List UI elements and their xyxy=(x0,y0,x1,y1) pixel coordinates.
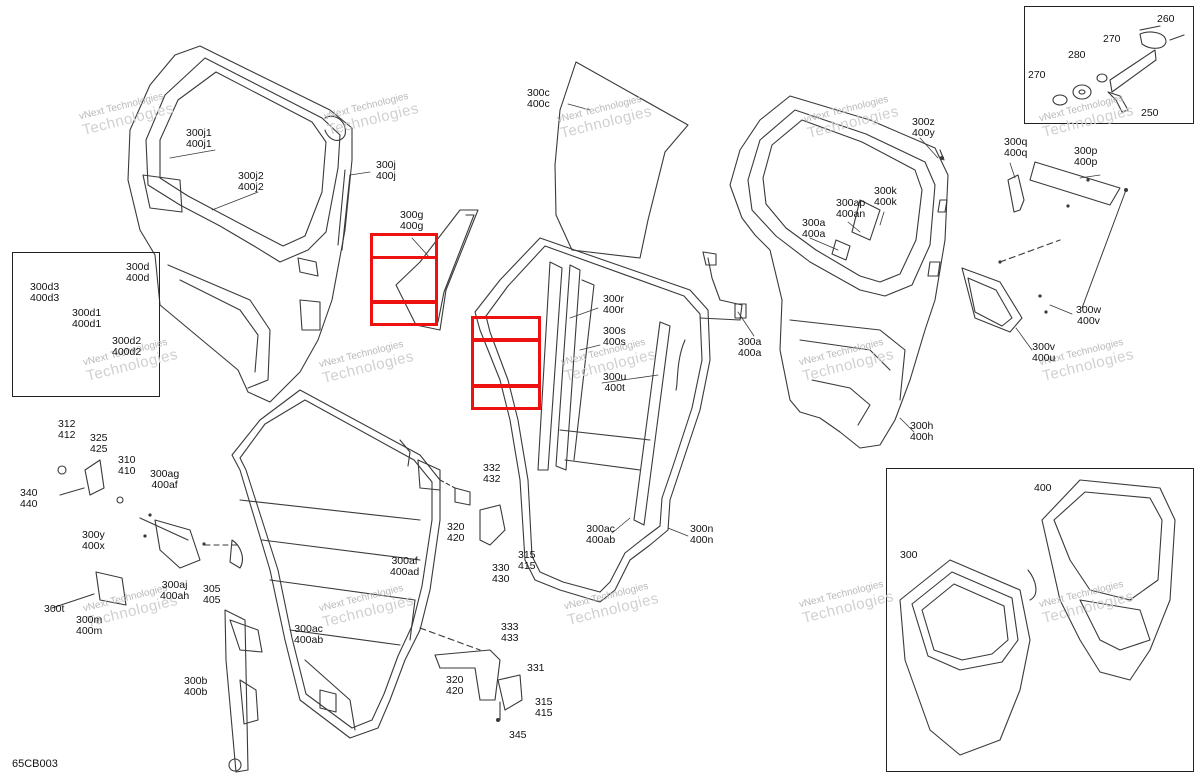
door-frame-center xyxy=(474,237,747,603)
highlight-box-2[interactable] xyxy=(370,256,438,304)
inset-hinge-box xyxy=(1024,6,1194,124)
inset-latch-box xyxy=(12,252,160,397)
callout-310: 310 410 xyxy=(118,454,136,477)
callout-325: 325 425 xyxy=(90,432,108,455)
callout-300b: 300b 400b xyxy=(184,675,208,698)
callout-300: 300 xyxy=(900,549,918,561)
callout-300a: 300a 400a xyxy=(802,217,826,240)
callout-300ap: 300ap 400an xyxy=(836,197,866,220)
callout-300j1: 300j1 400j1 xyxy=(186,127,212,150)
callout-250: 250 xyxy=(1141,107,1159,119)
callout-300d3: 300d3 400d3 xyxy=(30,281,60,304)
callout-300d1: 300d1 400d1 xyxy=(72,307,102,330)
callout-315: 315 415 xyxy=(518,549,536,572)
highlight-box-6[interactable] xyxy=(471,384,541,410)
door-panel-inner-right xyxy=(729,95,949,449)
callout-300j2: 300j2 400j2 xyxy=(238,170,264,193)
inset-assembly-box xyxy=(886,468,1194,772)
window-glass-300c xyxy=(554,61,689,259)
callout-400: 400 xyxy=(1034,482,1052,494)
callout-330: 330 430 xyxy=(492,562,510,585)
callout-315: 315 415 xyxy=(535,696,553,719)
latch-components xyxy=(51,459,243,609)
callout-270: 270 xyxy=(1028,69,1046,81)
callout-340: 340 440 xyxy=(20,487,38,510)
window-glass-300g xyxy=(395,209,479,331)
callout-300s: 300s 400s xyxy=(603,325,626,348)
door-inner-frame xyxy=(231,389,441,739)
callout-305: 305 405 xyxy=(203,583,221,606)
callout-300g: 300g 400g xyxy=(400,209,424,232)
inset-hinge-parts xyxy=(1052,25,1185,113)
callout-300t: 300t xyxy=(44,603,65,615)
callout-320: 320 420 xyxy=(447,521,465,544)
callout-345: 345 xyxy=(509,729,527,741)
callout-300v: 300v 400u xyxy=(1032,341,1056,364)
door-panel-outer-left xyxy=(127,45,353,403)
callout-300m: 300m 400m xyxy=(76,614,103,637)
callout-300k: 300k 400k xyxy=(874,185,897,208)
diagram-code: 65CB003 xyxy=(12,758,58,770)
callout-300c: 300c 400c xyxy=(527,87,550,110)
callout-300r: 300r 400r xyxy=(603,293,625,316)
callout-300af: 300af 400ad xyxy=(390,555,420,578)
callout-331: 331 xyxy=(527,662,545,674)
highlight-box-3[interactable] xyxy=(370,300,438,326)
callout-300d: 300d 400d xyxy=(126,261,150,284)
leader-lines xyxy=(169,103,1101,537)
callout-300n: 300n 400n xyxy=(690,523,714,546)
callout-300p: 300p 400p xyxy=(1074,145,1098,168)
window-regulator xyxy=(224,609,263,773)
callout-300u: 300u 400t xyxy=(603,371,627,394)
callout-300h: 300h 400h xyxy=(910,420,934,443)
callout-320: 320 420 xyxy=(446,674,464,697)
callout-300z: 300z 400y xyxy=(912,116,935,139)
callout-280: 280 xyxy=(1068,49,1086,61)
callout-332: 332 432 xyxy=(483,462,501,485)
callout-300aj: 300aj 400ah xyxy=(160,579,190,602)
callout-300ac: 300ac 400ab xyxy=(294,623,324,646)
callout-300d2: 300d2 400d2 xyxy=(112,335,142,358)
callout-300y: 300y 400x xyxy=(82,529,105,552)
fasteners xyxy=(143,156,1128,722)
inset-door-assembly xyxy=(899,479,1176,756)
callout-333: 333 433 xyxy=(501,621,519,644)
callout-312: 312 412 xyxy=(58,418,76,441)
callout-260: 260 xyxy=(1157,13,1175,25)
callout-300w: 300w 400v xyxy=(1076,304,1102,327)
callout-300q: 300q 400q xyxy=(1004,136,1028,159)
highlight-box-5[interactable] xyxy=(471,338,541,388)
callout-300a: 300a 400a xyxy=(738,336,762,359)
callout-300ac: 300ac 400ab xyxy=(586,523,616,546)
hinges-brackets xyxy=(419,479,523,721)
right-hardware xyxy=(939,149,1127,333)
callout-270: 270 xyxy=(1103,33,1121,45)
callout-300j: 300j 400j xyxy=(376,159,396,182)
callout-300ag: 300ag 400af xyxy=(150,468,180,491)
